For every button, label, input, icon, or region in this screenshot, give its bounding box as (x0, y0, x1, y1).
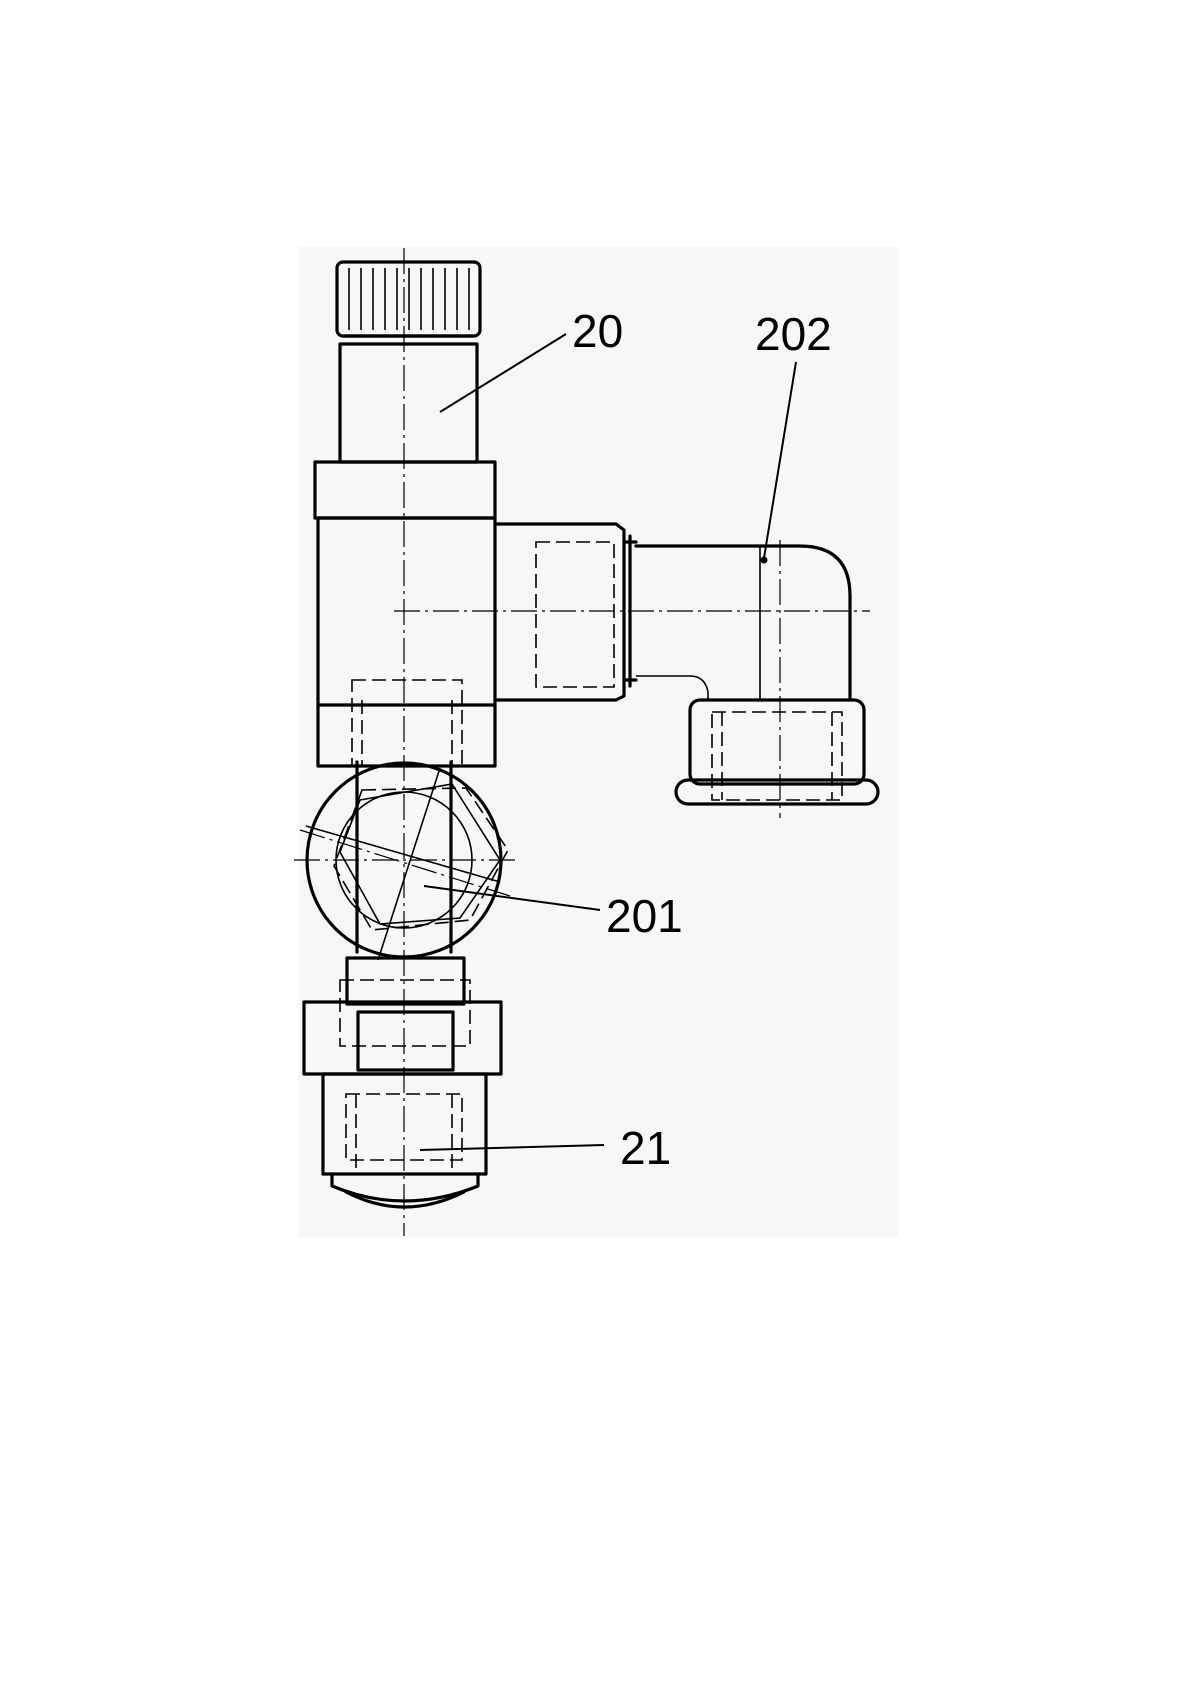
label-21: 21 (620, 1122, 671, 1174)
leader-dot (761, 557, 768, 564)
label-20: 20 (572, 305, 623, 357)
label-201: 201 (606, 890, 683, 942)
label-202: 202 (755, 308, 832, 360)
scan-background (298, 247, 898, 1237)
